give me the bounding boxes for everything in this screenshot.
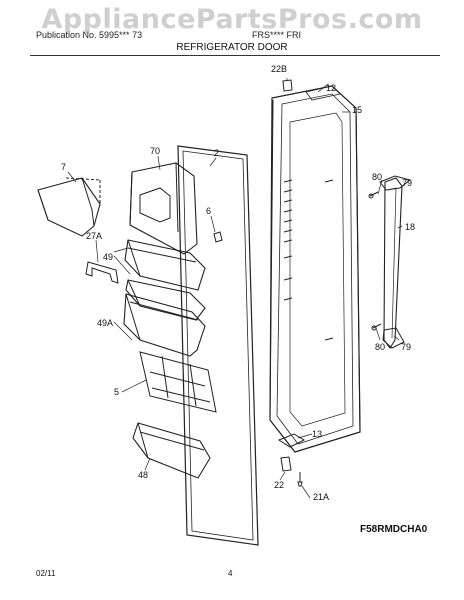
callout-79-top: 79	[402, 178, 412, 188]
retainer-bracket[interactable]	[85, 261, 119, 284]
callout-21a: 21A	[313, 492, 329, 502]
callout-79-bottom: 79	[401, 342, 411, 352]
footer-date: 02/11	[36, 569, 56, 578]
page-number: 4	[228, 569, 233, 578]
callout-2: 2	[214, 148, 219, 158]
dairy-door-bin[interactable]	[129, 162, 198, 255]
callout-12: 12	[326, 83, 336, 93]
callout-7: 7	[61, 162, 66, 172]
door-handle[interactable]	[379, 175, 412, 349]
callout-13: 13	[312, 429, 322, 439]
watermark-logo: AppliancePartsPros.com	[41, 4, 423, 35]
callout-49a: 49A	[97, 318, 113, 328]
diagram-code: F58RMDCHA0	[360, 524, 428, 535]
callout-70: 70	[150, 146, 160, 156]
callout-leaders	[67, 78, 403, 499]
callout-80-top: 80	[372, 172, 382, 182]
door-bin-middle[interactable]	[125, 279, 206, 321]
page-title: REFRIGERATOR DOOR	[176, 42, 288, 53]
door-bin-upper[interactable]	[124, 239, 206, 291]
bottom-door-bin[interactable]	[132, 422, 211, 479]
hinge-bushing-bottom[interactable]	[280, 456, 292, 472]
door-hinge[interactable]	[277, 433, 306, 448]
callout-5: 5	[114, 387, 119, 397]
dairy-cover[interactable]	[37, 177, 101, 237]
callout-27a: 27A	[86, 231, 102, 241]
hinge-screw[interactable]	[297, 472, 303, 487]
callout-22b: 22B	[271, 64, 287, 74]
shelf-rack[interactable]	[139, 351, 217, 413]
door-bin-large[interactable]	[123, 293, 206, 357]
callout-49: 49	[103, 252, 113, 262]
door-gasket[interactable]	[177, 145, 259, 546]
handle-screw-top[interactable]	[368, 191, 379, 199]
callout-48: 48	[138, 470, 148, 480]
callout-labels: 22B 12 15 70 2 7 6 80 79 18 27A 49 49A 8…	[61, 64, 415, 502]
callout-15: 15	[352, 105, 362, 115]
callout-6: 6	[206, 206, 211, 216]
callout-18: 18	[405, 222, 415, 232]
header-divider	[30, 55, 440, 56]
refrigerator-door[interactable]	[269, 85, 361, 453]
hinge-bushing-top[interactable]	[282, 79, 293, 92]
publication-header: Publication No. 5995*** 73	[36, 30, 143, 40]
door-stop[interactable]	[213, 231, 223, 243]
callout-80-bottom: 80	[375, 342, 385, 352]
model-header: FRS**** FRI	[252, 30, 302, 40]
callout-22: 22	[274, 480, 284, 490]
